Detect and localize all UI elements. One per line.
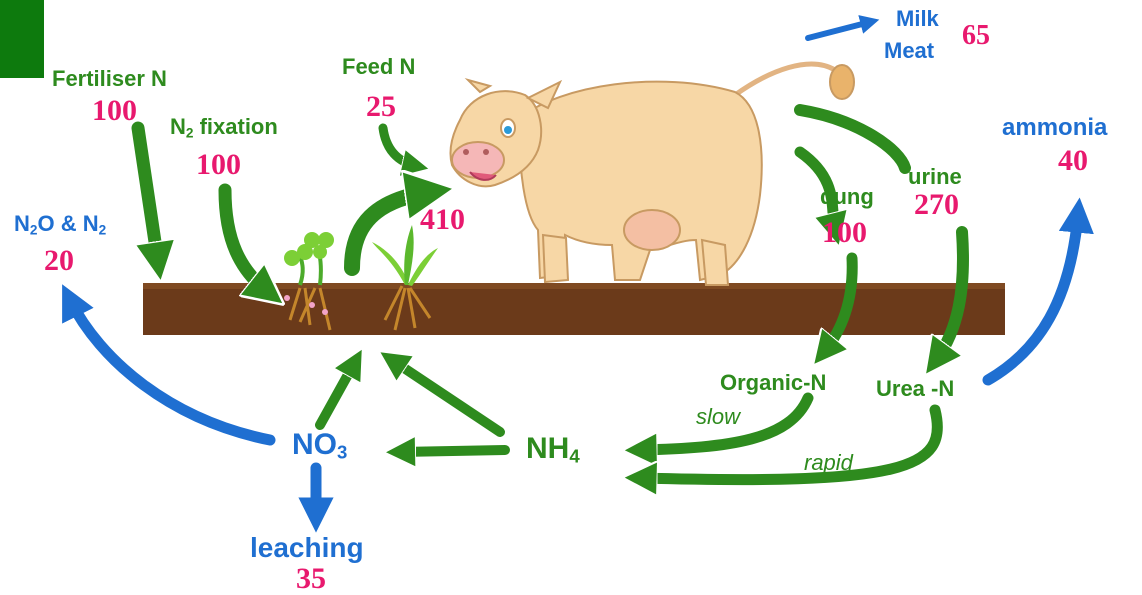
nh4-uptake-arrow: [392, 360, 500, 432]
dung-value: 100: [822, 218, 867, 248]
dung-label: dung: [820, 186, 874, 208]
no3-label: NO3: [292, 430, 347, 462]
intake-value: 410: [420, 205, 465, 235]
cow-illustration: [450, 64, 854, 285]
leaching-value: 35: [296, 564, 326, 594]
fertiliser-value: 100: [92, 96, 137, 126]
fertiliser-arrow: [138, 128, 158, 262]
meat-label: Meat: [884, 40, 934, 62]
nh4-label: NH4: [526, 434, 580, 466]
fixation-arrow: [225, 190, 268, 292]
nitrification-arrow: [400, 450, 505, 452]
n2o-value: 20: [44, 246, 74, 276]
ammonia-label: ammonia: [1002, 116, 1107, 140]
organic-n-label: Organic-N: [720, 372, 826, 394]
slow-label: slow: [696, 406, 740, 428]
milk-meat-value: 65: [962, 22, 990, 50]
no3-uptake-arrow: [320, 362, 355, 425]
milk-label: Milk: [896, 8, 939, 30]
feed-value: 25: [366, 92, 396, 122]
feed-arrow: [383, 128, 416, 166]
fixation-value: 100: [196, 150, 241, 180]
feed-label: Feed N: [342, 56, 415, 78]
rapid-label: rapid: [804, 452, 853, 474]
n2o-label: N2O & N2: [14, 213, 106, 237]
clover-plant-icon: [284, 232, 334, 330]
milk-meat-arrow: [808, 22, 870, 38]
fixation-label: N2 fixation: [170, 116, 278, 140]
urea-n-label: Urea -N: [876, 378, 954, 400]
fertiliser-label: Fertiliser N: [52, 68, 167, 90]
leaching-label: leaching: [250, 534, 364, 562]
urine-value: 270: [914, 190, 959, 220]
urine-label: urine: [908, 166, 962, 188]
ammonia-value: 40: [1058, 146, 1088, 176]
